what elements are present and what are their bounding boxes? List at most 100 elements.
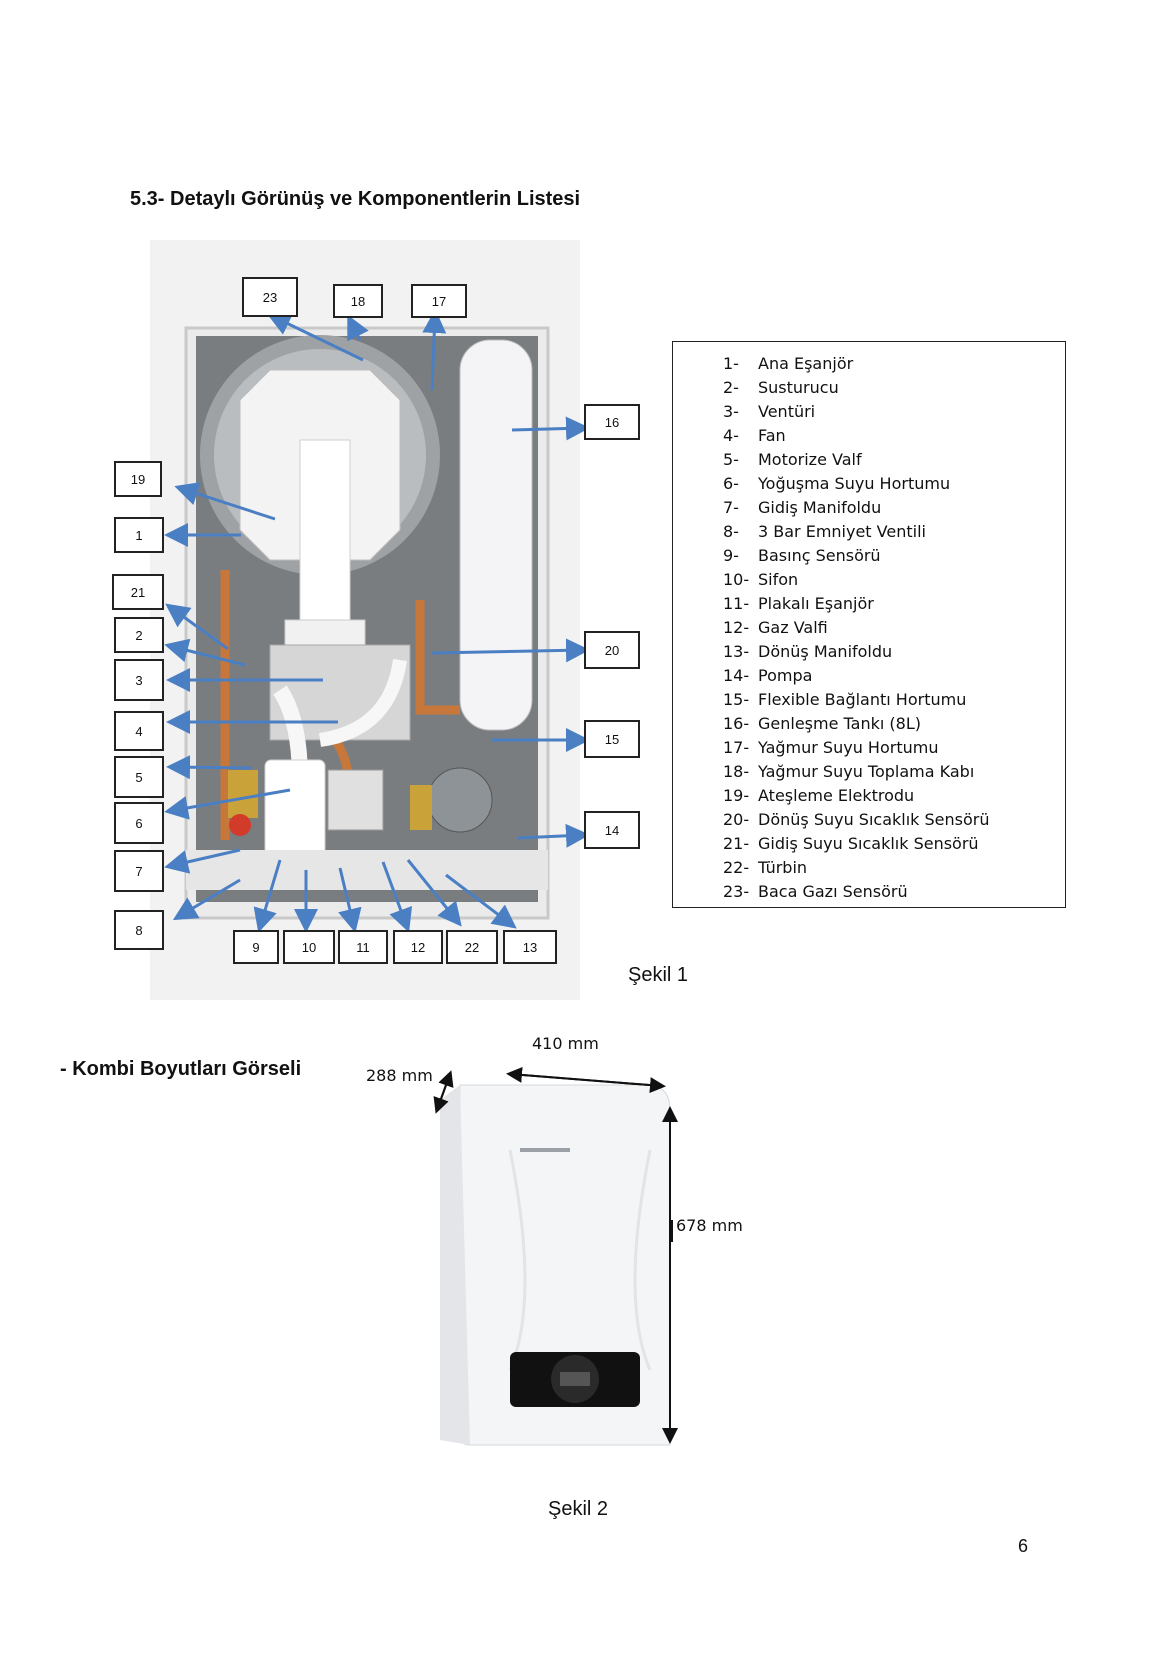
component-list-item: 14- Pompa bbox=[723, 664, 1065, 688]
component-number: 1- bbox=[723, 354, 739, 373]
component-number: 11- bbox=[723, 594, 750, 613]
component-list-item: 22- Türbin bbox=[723, 856, 1065, 880]
component-number: 6- bbox=[723, 474, 739, 493]
component-list-item: 2- Susturucu bbox=[723, 376, 1065, 400]
callout-box-12: 12 bbox=[393, 930, 443, 964]
sub-title: - Kombi Boyutları Görseli bbox=[60, 1058, 302, 1080]
component-list-item: 8- 3 Bar Emniyet Ventili bbox=[723, 520, 1065, 544]
boiler-interior-illustration bbox=[150, 240, 580, 1000]
component-name: Fan bbox=[758, 426, 786, 445]
component-list-item: 7- Gidiş Manifoldu bbox=[723, 496, 1065, 520]
component-list-item: 19- Ateşleme Elektrodu bbox=[723, 784, 1065, 808]
component-number: 2- bbox=[723, 378, 739, 397]
component-name: Gidiş Suyu Sıcaklık Sensörü bbox=[758, 834, 979, 853]
component-name: Gaz Valfi bbox=[758, 618, 828, 637]
component-list-item: 9- Basınç Sensörü bbox=[723, 544, 1065, 568]
component-list-item: 1- Ana Eşanjör bbox=[723, 352, 1065, 376]
component-list-item: 4- Fan bbox=[723, 424, 1065, 448]
callout-box-11: 11 bbox=[338, 930, 388, 964]
component-number: 15- bbox=[723, 690, 750, 709]
callout-box-16: 16 bbox=[584, 404, 640, 440]
component-name: Genleşme Tankı (8L) bbox=[758, 714, 921, 733]
depth-dimension: 288 mm bbox=[366, 1066, 433, 1085]
callout-box-9: 9 bbox=[233, 930, 279, 964]
component-list-item: 10- Sifon bbox=[723, 568, 1065, 592]
callout-box-23: 23 bbox=[242, 277, 298, 317]
callout-box-14: 14 bbox=[584, 811, 640, 849]
component-list-item: 15- Flexible Bağlantı Hortumu bbox=[723, 688, 1065, 712]
component-number: 4- bbox=[723, 426, 739, 445]
component-name: Sifon bbox=[758, 570, 799, 589]
component-number: 21- bbox=[723, 834, 750, 853]
component-name: Ana Eşanjör bbox=[758, 354, 854, 373]
callout-box-5: 5 bbox=[114, 756, 164, 798]
component-name: Ventüri bbox=[758, 402, 816, 421]
component-number: 22- bbox=[723, 858, 750, 877]
component-list-item: 12- Gaz Valfi bbox=[723, 616, 1065, 640]
callout-box-4: 4 bbox=[114, 711, 164, 751]
component-name: Ateşleme Elektrodu bbox=[758, 786, 915, 805]
component-list-item: 3-Ventüri bbox=[723, 400, 1065, 424]
callout-arrows bbox=[164, 309, 590, 933]
component-number: 18- bbox=[723, 762, 750, 781]
section-title: 5.3- Detaylı Görünüş ve Komponentlerin L… bbox=[130, 188, 581, 210]
callout-box-13: 13 bbox=[503, 930, 557, 964]
component-number: 20- bbox=[723, 810, 750, 829]
component-name: 3 Bar Emniyet Ventili bbox=[758, 522, 926, 541]
figure2-caption: Şekil 2 bbox=[548, 1498, 609, 1520]
callout-box-7: 7 bbox=[114, 850, 164, 892]
width-dimension: 410 mm bbox=[532, 1034, 599, 1053]
callout-box-17: 17 bbox=[411, 284, 467, 318]
page-number: 6 bbox=[1018, 1536, 1029, 1556]
component-list-item: 21- Gidiş Suyu Sıcaklık Sensörü bbox=[723, 832, 1065, 856]
callout-box-20: 20 bbox=[584, 631, 640, 669]
component-name: Susturucu bbox=[758, 378, 839, 397]
component-list: 1- Ana Eşanjör 2- Susturucu 3-Ventüri 4- Fan 5-… bbox=[673, 342, 1065, 904]
component-name: Basınç Sensörü bbox=[758, 546, 881, 565]
component-name: Yağmur Suyu Toplama Kabı bbox=[758, 762, 975, 781]
callout-box-2: 2 bbox=[114, 617, 164, 653]
component-legend: 1- Ana Eşanjör 2- Susturucu 3-Ventüri 4- Fan 5-… bbox=[672, 341, 1066, 908]
component-number: 19- bbox=[723, 786, 750, 805]
component-number: 16- bbox=[723, 714, 750, 733]
component-name: Yağmur Suyu Hortumu bbox=[758, 738, 939, 757]
component-list-item: 18- Yağmur Suyu Toplama Kabı bbox=[723, 760, 1065, 784]
component-list-item: 23- Baca Gazı Sensörü bbox=[723, 880, 1065, 904]
component-name: Flexible Bağlantı Hortumu bbox=[758, 690, 967, 709]
height-dimension: 678 mm bbox=[676, 1216, 743, 1235]
callout-box-8: 8 bbox=[114, 910, 164, 950]
component-list-item: 20- Dönüş Suyu Sıcaklık Sensörü bbox=[723, 808, 1065, 832]
component-number: 14- bbox=[723, 666, 750, 685]
component-name: Plakalı Eşanjör bbox=[758, 594, 874, 613]
component-number: 5- bbox=[723, 450, 739, 469]
component-number: 13- bbox=[723, 642, 750, 661]
callout-box-3: 3 bbox=[114, 659, 164, 701]
component-name: Dönüş Manifoldu bbox=[758, 642, 893, 661]
callout-box-21: 21 bbox=[112, 574, 164, 610]
component-list-item: 17- Yağmur Suyu Hortumu bbox=[723, 736, 1065, 760]
component-number: 7- bbox=[723, 498, 739, 517]
dimension-arrows bbox=[433, 1066, 678, 1444]
component-number: 12- bbox=[723, 618, 750, 637]
component-name: Türbin bbox=[758, 858, 808, 877]
component-number: 8- bbox=[723, 522, 739, 541]
component-list-item: 11- Plakalı Eşanjör bbox=[723, 592, 1065, 616]
callout-box-22: 22 bbox=[446, 930, 498, 964]
component-name: Dönüş Suyu Sıcaklık Sensörü bbox=[758, 810, 990, 829]
component-number: 9- bbox=[723, 546, 739, 565]
callout-box-1: 1 bbox=[114, 517, 164, 553]
component-number: 23- bbox=[723, 882, 750, 901]
component-name: Motorize Valf bbox=[758, 450, 862, 469]
component-name: Pompa bbox=[758, 666, 813, 685]
component-list-item: 6- Yoğuşma Suyu Hortumu bbox=[723, 472, 1065, 496]
callout-box-15: 15 bbox=[584, 720, 640, 758]
component-number: 10- bbox=[723, 570, 750, 589]
figure1-caption: Şekil 1 bbox=[628, 964, 689, 986]
component-number: 17- bbox=[723, 738, 750, 757]
component-name: Baca Gazı Sensörü bbox=[758, 882, 908, 901]
component-name: Gidiş Manifoldu bbox=[758, 498, 882, 517]
callout-box-19: 19 bbox=[114, 461, 162, 497]
callout-box-6: 6 bbox=[114, 802, 164, 844]
component-list-item: 5- Motorize Valf bbox=[723, 448, 1065, 472]
component-name: Yoğuşma Suyu Hortumu bbox=[758, 474, 951, 493]
